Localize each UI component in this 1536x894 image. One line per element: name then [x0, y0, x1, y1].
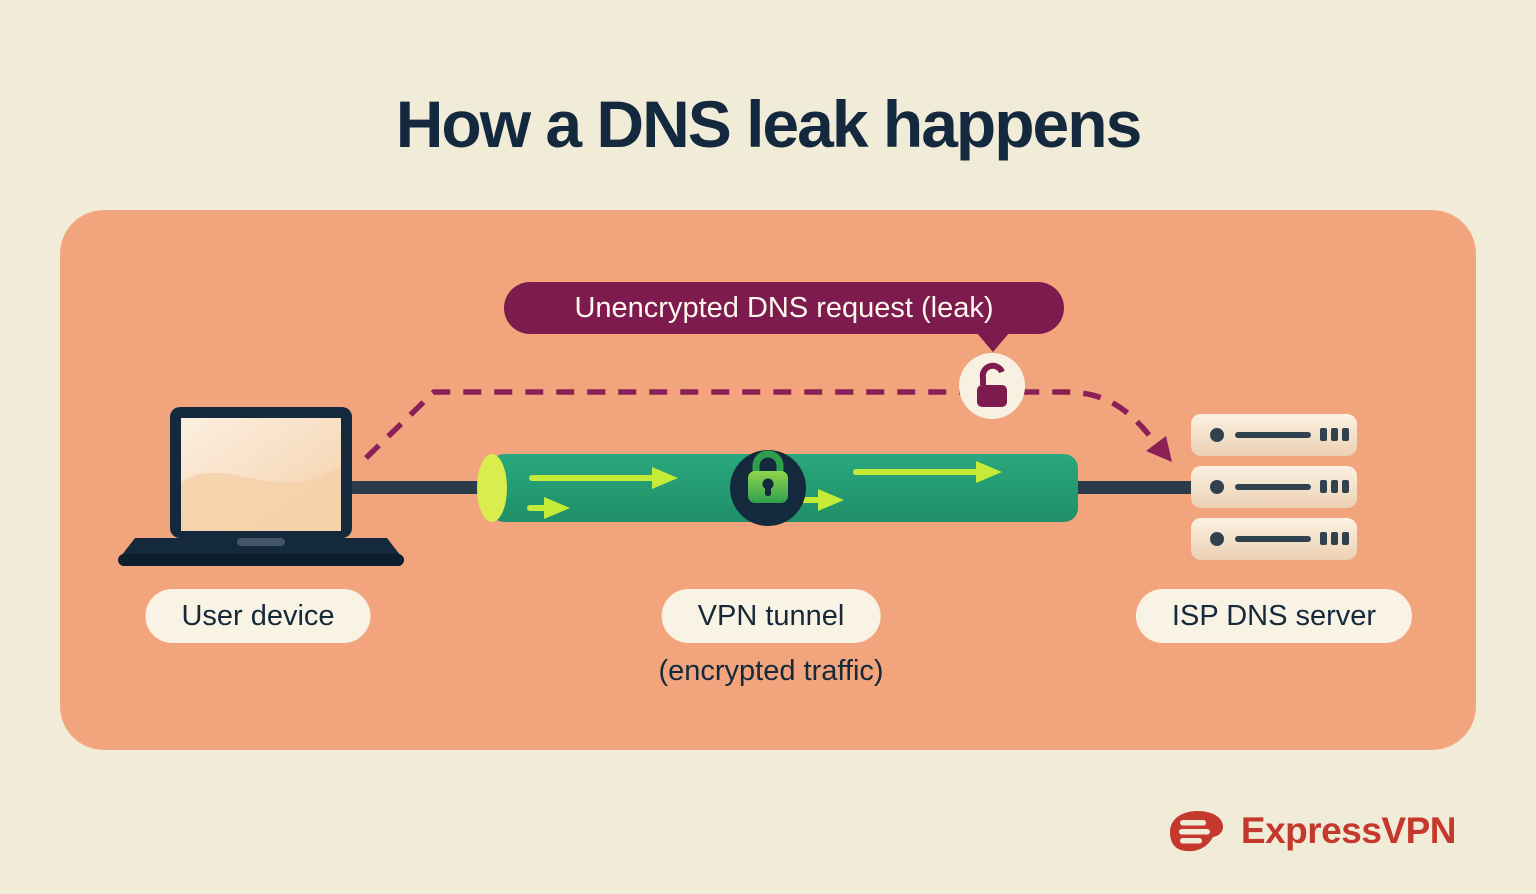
leak-callout-badge: Unencrypted DNS request (leak): [504, 282, 1064, 352]
expressvpn-logo-icon: [1169, 811, 1223, 852]
leak-callout-label: Unencrypted DNS request (leak): [574, 291, 994, 324]
badge-tail: [976, 332, 1010, 352]
label-isp-dns-server: ISP DNS server: [1135, 589, 1413, 643]
page-title: How a DNS leak happens: [395, 87, 1143, 161]
label-vpn-tunnel: VPN tunnel: [661, 589, 881, 643]
brand-name: ExpressVPN: [1240, 810, 1457, 851]
label-user-device: User device: [145, 589, 371, 643]
brand-logo: ExpressVPN: [1165, 808, 1457, 854]
label-encrypted-traffic: (encrypted traffic): [658, 655, 884, 687]
